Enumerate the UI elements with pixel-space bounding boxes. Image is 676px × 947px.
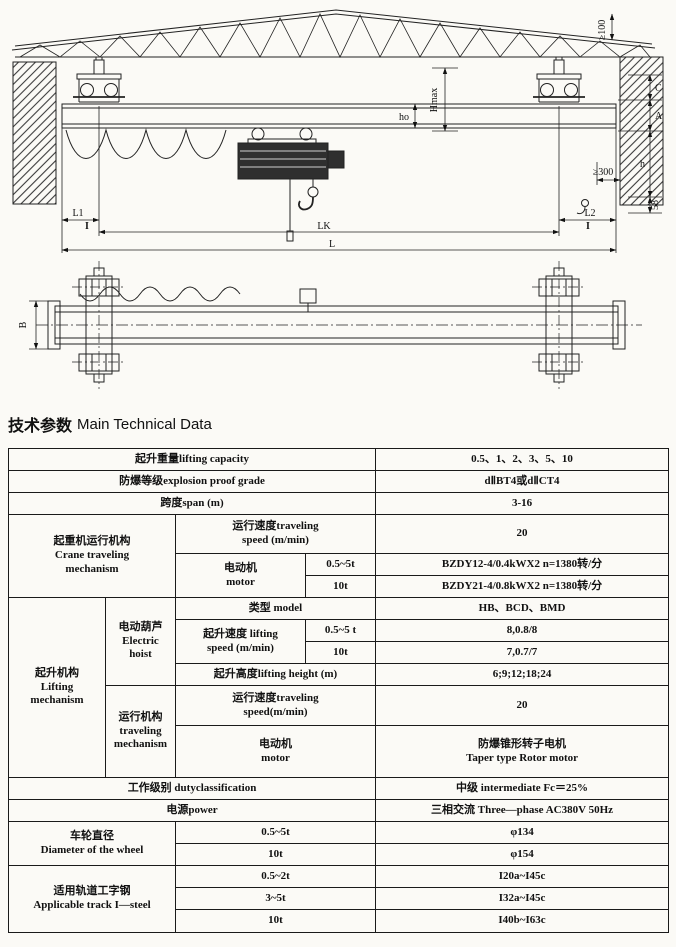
dim-l-label: L	[329, 239, 335, 250]
section-title-zh: 技术参数	[8, 418, 73, 435]
dim-c-label: C	[655, 83, 662, 94]
table-row: 车轮直径 Diameter of the wheel 0.5~5t φ134	[8, 821, 670, 866]
cell-track-value-2: I32a~I45c	[375, 887, 670, 910]
dimensions-front	[61, 13, 662, 253]
cell-wheel-diameter-label: 车轮直径 Diameter of the wheel	[8, 821, 176, 866]
table-row: 起重机运行机构 Crane traveling mechanism 运行速度tr…	[8, 514, 670, 598]
cell-lifting-capacity-label: 起升重量lifting capacity	[7, 448, 377, 471]
dim-ho-label: ho	[399, 112, 409, 123]
table-row: 起升速度 lifting speed (m/min) 0.5~5 t 8,0.8…	[9, 619, 670, 664]
cell-track-cap-3: 10t	[174, 909, 377, 933]
main-girder	[61, 103, 617, 129]
dim-lk-label: LK	[317, 221, 331, 232]
dim-l2-label: L2	[584, 208, 595, 219]
cell-hoist-model-value: HB、BCD、BMD	[375, 597, 670, 620]
top-view	[36, 260, 642, 390]
dim-h-label: h	[640, 159, 645, 170]
table-row: 工作级别 dutyclassification 中级 intermediate …	[7, 777, 670, 800]
dim-b-label: B	[18, 321, 29, 328]
cell-wheel-value-2: φ154	[375, 843, 670, 866]
table-row: 适用轨道工字钢 Applicable track I—steel 0.5~2t …	[8, 865, 670, 933]
cell-power-label: 电源power	[7, 799, 377, 822]
roof-truss	[11, 9, 656, 58]
end-truck-right	[532, 56, 586, 103]
cell-lifting-mechanism: 起升机构 Lifting mechanism	[8, 597, 106, 778]
hoist-trolley	[237, 127, 345, 242]
dim-hmax-label: Hmax	[429, 88, 440, 112]
dimension-labels-front: ≥100 Hmax ho C A h 58 ≥300 L1 L2 LK L I …	[72, 20, 663, 250]
left-wall-section	[12, 61, 57, 205]
table-row: 起升机构 Lifting mechanism 电动葫芦 Electric hoi…	[8, 597, 670, 778]
cell-hoist-speed-value-2: 7,0.7/7	[375, 641, 670, 664]
top-view-festoon	[79, 286, 241, 302]
cell-crane-motor-label: 电动机 motor	[175, 553, 306, 598]
cell-hoist-speed-label: 起升速度 lifting speed (m/min)	[175, 619, 306, 664]
dim-ge100-label: ≥100	[597, 20, 608, 41]
table-row: 10t BZDY21-4/0.8kWX2 n=1380转/分	[9, 575, 670, 598]
cell-crane-motor-cap-1: 0.5~5t	[304, 553, 377, 576]
table-row: 电源power 三相交流 Three—phase AC380V 50Hz	[7, 799, 670, 822]
cell-hoist-speed-value-1: 8,0.8/8	[375, 619, 670, 642]
cell-traveling-motor-label: 电动机 motor	[174, 725, 377, 778]
cell-track-label: 适用轨道工字钢 Applicable track I—steel	[8, 865, 176, 933]
cell-crane-motor-value-2: BZDY21-4/0.8kWX2 n=1380转/分	[375, 575, 670, 598]
festoon-cable	[65, 128, 227, 159]
cell-lifting-capacity-value: 0.5、1、2、3、5、10	[375, 448, 670, 471]
cell-duty-value: 中级 intermediate Fc＝25%	[375, 777, 670, 800]
table-row: 3~5t I32a~I45c	[9, 887, 670, 910]
table-row: 防爆等级explosion proof grade dⅡBT4或dⅡCT4	[7, 470, 670, 493]
cell-wheel-value-1: φ134	[375, 821, 670, 844]
cell-crane-motor-value-1: BZDY12-4/0.4kWX2 n=1380转/分	[375, 553, 670, 576]
cell-lifting-height-label: 起升高度lifting height (m)	[174, 663, 377, 686]
dim-58-label: 58	[650, 200, 661, 210]
cell-traveling-mechanism: 运行机构 traveling mechanism	[105, 685, 176, 778]
dim-ge300-label: ≥300	[593, 167, 614, 178]
cell-explosion-grade-value: dⅡBT4或dⅡCT4	[375, 470, 670, 493]
table-row: 起升高度lifting height (m) 6;9;12;18;24	[9, 663, 670, 686]
cell-duty-label: 工作级别 dutyclassification	[7, 777, 377, 800]
table-row: 跨度span (m) 3-16	[7, 492, 670, 515]
hook-assembly	[298, 179, 319, 211]
cell-span-label: 跨度span (m)	[7, 492, 377, 515]
cell-crane-traveling-mechanism: 起重机运行机构 Crane traveling mechanism	[8, 514, 176, 598]
cell-track-value-3: I40b~I63c	[375, 909, 670, 933]
dim-b	[29, 300, 50, 350]
cable-anchor	[576, 199, 589, 215]
cell-track-cap-1: 0.5~2t	[174, 865, 377, 888]
technical-data-table: 起升重量lifting capacity 0.5、1、2、3、5、10 防爆等级…	[7, 448, 670, 933]
table-row: 10t φ154	[9, 843, 670, 866]
cell-crane-traveling-speed-value: 20	[375, 514, 670, 554]
cell-hoist-model-label: 类型 model	[174, 597, 377, 620]
table-row: 运行机构 traveling mechanism 运行速度traveling s…	[9, 685, 670, 778]
section-mark-right: I	[586, 221, 590, 232]
dim-a-label: A	[655, 111, 663, 122]
cell-traveling-motor-value: 防爆锥形转子电机 Taper type Rotor motor	[375, 725, 670, 778]
cell-electric-hoist: 电动葫芦 Electric hoist	[105, 597, 176, 686]
cell-wheel-cap-1: 0.5~5t	[174, 821, 377, 844]
table-row: 起升重量lifting capacity 0.5、1、2、3、5、10	[7, 448, 670, 471]
cell-hoist-speed-cap-1: 0.5~5 t	[304, 619, 377, 642]
dim-l1-label: L1	[72, 208, 83, 219]
section-mark-left: I	[85, 221, 89, 232]
section-title-en: Main Technical Data	[77, 415, 212, 433]
cell-crane-traveling-speed-label: 运行速度traveling speed (m/min)	[174, 514, 377, 554]
cell-traveling-speed-label: 运行速度traveling speed(m/min)	[174, 685, 377, 726]
cell-span-value: 3-16	[375, 492, 670, 515]
cell-track-cap-2: 3~5t	[174, 887, 377, 910]
technical-drawing: ≥100 Hmax ho C A h 58 ≥300 L1 L2 LK L I …	[11, 9, 664, 390]
section-title: 技术参数 Main Technical Data	[8, 410, 676, 438]
cell-explosion-grade-label: 防爆等级explosion proof grade	[7, 470, 377, 493]
cell-lifting-height-value: 6;9;12;18;24	[375, 663, 670, 686]
cell-wheel-cap-2: 10t	[174, 843, 377, 866]
cell-power-value: 三相交流 Three—phase AC380V 50Hz	[375, 799, 670, 822]
cell-track-value-1: I20a~I45c	[375, 865, 670, 888]
cell-crane-motor-cap-2: 10t	[304, 575, 377, 598]
end-truck-left	[72, 56, 126, 103]
top-view-cable-trolley	[299, 288, 317, 304]
table-row: 电动机 motor 防爆锥形转子电机 Taper type Rotor moto…	[9, 725, 670, 778]
cell-traveling-speed-value: 20	[375, 685, 670, 726]
cell-hoist-speed-cap-2: 10t	[304, 641, 377, 664]
table-row: 10t I40b~I63c	[9, 909, 670, 933]
